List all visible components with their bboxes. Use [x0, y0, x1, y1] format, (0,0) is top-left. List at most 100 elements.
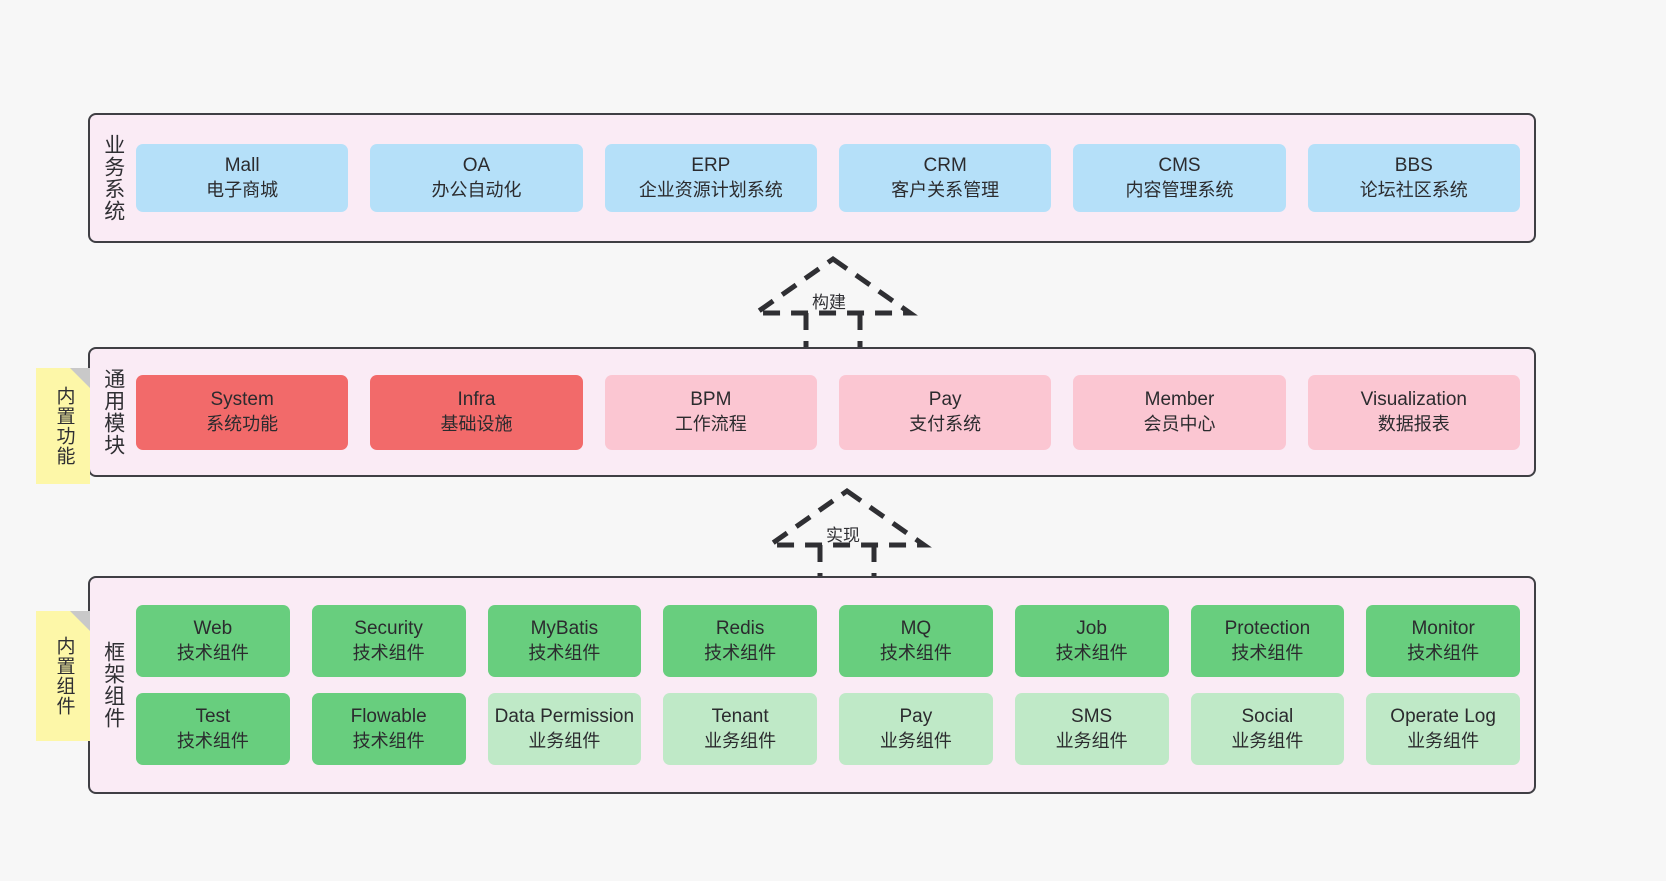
card-subtitle: 电子商城 — [206, 179, 279, 200]
card-title: MyBatis — [530, 618, 599, 640]
card-title: System — [210, 389, 274, 411]
card-data-permission[interactable]: Data Permission 业务组件 — [487, 693, 642, 765]
card-subtitle: 业务组件 — [704, 730, 777, 751]
card-subtitle: 工作流程 — [674, 413, 747, 434]
card-system[interactable]: System 系统功能 — [136, 374, 349, 450]
folded-corner-icon — [70, 611, 90, 631]
card-sms[interactable]: SMS 业务组件 — [1014, 693, 1169, 765]
card-subtitle: 业务组件 — [1055, 730, 1128, 751]
card-pay-business[interactable]: Pay 业务组件 — [839, 693, 993, 765]
card-flowable[interactable]: Flowable 技术组件 — [311, 693, 466, 765]
card-erp[interactable]: ERP 企业资源计划系统 — [604, 144, 817, 212]
card-title: Member — [1144, 389, 1215, 411]
arrow-stem — [803, 313, 863, 347]
card-web[interactable]: Web 技术组件 — [136, 605, 290, 677]
card-title: MQ — [900, 618, 932, 640]
sticky-note-text: 内置功能 — [53, 386, 75, 466]
card-title: Job — [1076, 618, 1107, 640]
card-subtitle: 业务组件 — [528, 730, 601, 751]
card-subtitle: 基础设施 — [440, 413, 513, 434]
card-row: Test 技术组件 Flowable 技术组件 Data Permission … — [136, 693, 1520, 765]
card-title: Social — [1241, 706, 1294, 728]
sticky-note-text: 内置组件 — [53, 636, 75, 716]
card-protection[interactable]: Protection 技术组件 — [1190, 605, 1345, 677]
card-crm[interactable]: CRM 客户关系管理 — [838, 144, 1052, 212]
card-title: Redis — [715, 618, 765, 640]
card-title: Pay — [928, 389, 962, 411]
card-title: Monitor — [1411, 618, 1475, 640]
card-subtitle: 系统功能 — [206, 413, 279, 434]
card-mybatis[interactable]: MyBatis 技术组件 — [487, 605, 642, 677]
card-subtitle: 技术组件 — [1407, 642, 1480, 663]
card-title: Flowable — [350, 706, 427, 728]
arrow-build-label: 构建 — [812, 293, 846, 312]
panel-business-systems: 业务系统 Mall 电子商城 OA 办公自动化 ERP 企业资源计划系统 CRM… — [88, 113, 1536, 243]
card-subtitle: 技术组件 — [528, 642, 601, 663]
card-title: Web — [193, 618, 233, 640]
card-title: Tenant — [711, 706, 769, 728]
arrow-implement-label: 实现 — [826, 526, 860, 545]
card-test[interactable]: Test 技术组件 — [136, 693, 290, 765]
card-bbs[interactable]: BBS 论坛社区系统 — [1307, 144, 1520, 212]
card-mq[interactable]: MQ 技术组件 — [839, 605, 993, 677]
sticky-note-builtin-components: 内置组件 — [36, 611, 90, 741]
card-job[interactable]: Job 技术组件 — [1014, 605, 1169, 677]
card-cms[interactable]: CMS 内容管理系统 — [1073, 144, 1286, 212]
card-subtitle: 技术组件 — [176, 642, 249, 663]
card-row: Mall 电子商城 OA 办公自动化 ERP 企业资源计划系统 CRM 客户关系… — [136, 144, 1520, 212]
card-title: Visualization — [1360, 389, 1467, 411]
card-subtitle: 会员中心 — [1143, 413, 1216, 434]
card-subtitle: 办公自动化 — [431, 179, 522, 200]
card-title: OA — [462, 155, 491, 177]
panel-label-common: 通用模块 — [101, 368, 125, 456]
card-subtitle: 数据报表 — [1377, 413, 1450, 434]
card-subtitle: 技术组件 — [1055, 642, 1128, 663]
panel-label-business: 业务系统 — [101, 134, 125, 222]
card-monitor[interactable]: Monitor 技术组件 — [1366, 605, 1520, 677]
card-pay[interactable]: Pay 支付系统 — [838, 374, 1052, 450]
card-subtitle: 技术组件 — [879, 642, 952, 663]
card-tenant[interactable]: Tenant 业务组件 — [663, 693, 817, 765]
card-subtitle: 论坛社区系统 — [1359, 179, 1468, 200]
card-title: CRM — [923, 155, 967, 177]
card-bpm[interactable]: BPM 工作流程 — [604, 374, 817, 450]
card-title: Mall — [224, 155, 260, 177]
panel-label-framework: 框架组件 — [101, 641, 125, 729]
card-subtitle: 技术组件 — [352, 642, 425, 663]
card-subtitle: 技术组件 — [176, 730, 249, 751]
card-title: Security — [354, 618, 423, 640]
card-title: Test — [195, 706, 231, 728]
card-title: SMS — [1071, 706, 1113, 728]
card-subtitle: 业务组件 — [879, 730, 952, 751]
sticky-note-builtin-features: 内置功能 — [36, 368, 90, 484]
card-subtitle: 内容管理系统 — [1125, 179, 1234, 200]
card-row: System 系统功能 Infra 基础设施 BPM 工作流程 Pay 支付系统… — [136, 374, 1520, 450]
card-row: Web 技术组件 Security 技术组件 MyBatis 技术组件 Redi… — [136, 605, 1520, 677]
card-title: Infra — [457, 389, 496, 411]
card-subtitle: 业务组件 — [1407, 730, 1480, 751]
card-title: CMS — [1158, 155, 1201, 177]
card-security[interactable]: Security 技术组件 — [311, 605, 466, 677]
card-subtitle: 业务组件 — [1231, 730, 1304, 751]
card-operate-log[interactable]: Operate Log 业务组件 — [1366, 693, 1520, 765]
card-social[interactable]: Social 业务组件 — [1190, 693, 1345, 765]
card-subtitle: 技术组件 — [704, 642, 777, 663]
panel-body-framework: Web 技术组件 Security 技术组件 MyBatis 技术组件 Redi… — [136, 578, 1534, 792]
card-mall[interactable]: Mall 电子商城 — [136, 144, 349, 212]
card-infra[interactable]: Infra 基础设施 — [370, 374, 583, 450]
card-subtitle: 客户关系管理 — [891, 179, 1000, 200]
card-member[interactable]: Member 会员中心 — [1073, 374, 1286, 450]
panel-body-business: Mall 电子商城 OA 办公自动化 ERP 企业资源计划系统 CRM 客户关系… — [136, 115, 1534, 241]
arrow-build — [748, 255, 918, 347]
card-subtitle: 支付系统 — [909, 413, 982, 434]
card-redis[interactable]: Redis 技术组件 — [663, 605, 817, 677]
card-title: Operate Log — [1390, 706, 1496, 728]
arrow-stem — [817, 545, 877, 579]
card-title: BPM — [690, 389, 732, 411]
card-title: Protection — [1224, 618, 1311, 640]
card-visualization[interactable]: Visualization 数据报表 — [1307, 374, 1520, 450]
card-subtitle: 企业资源计划系统 — [638, 179, 783, 200]
card-title: Pay — [899, 706, 933, 728]
card-oa[interactable]: OA 办公自动化 — [370, 144, 583, 212]
